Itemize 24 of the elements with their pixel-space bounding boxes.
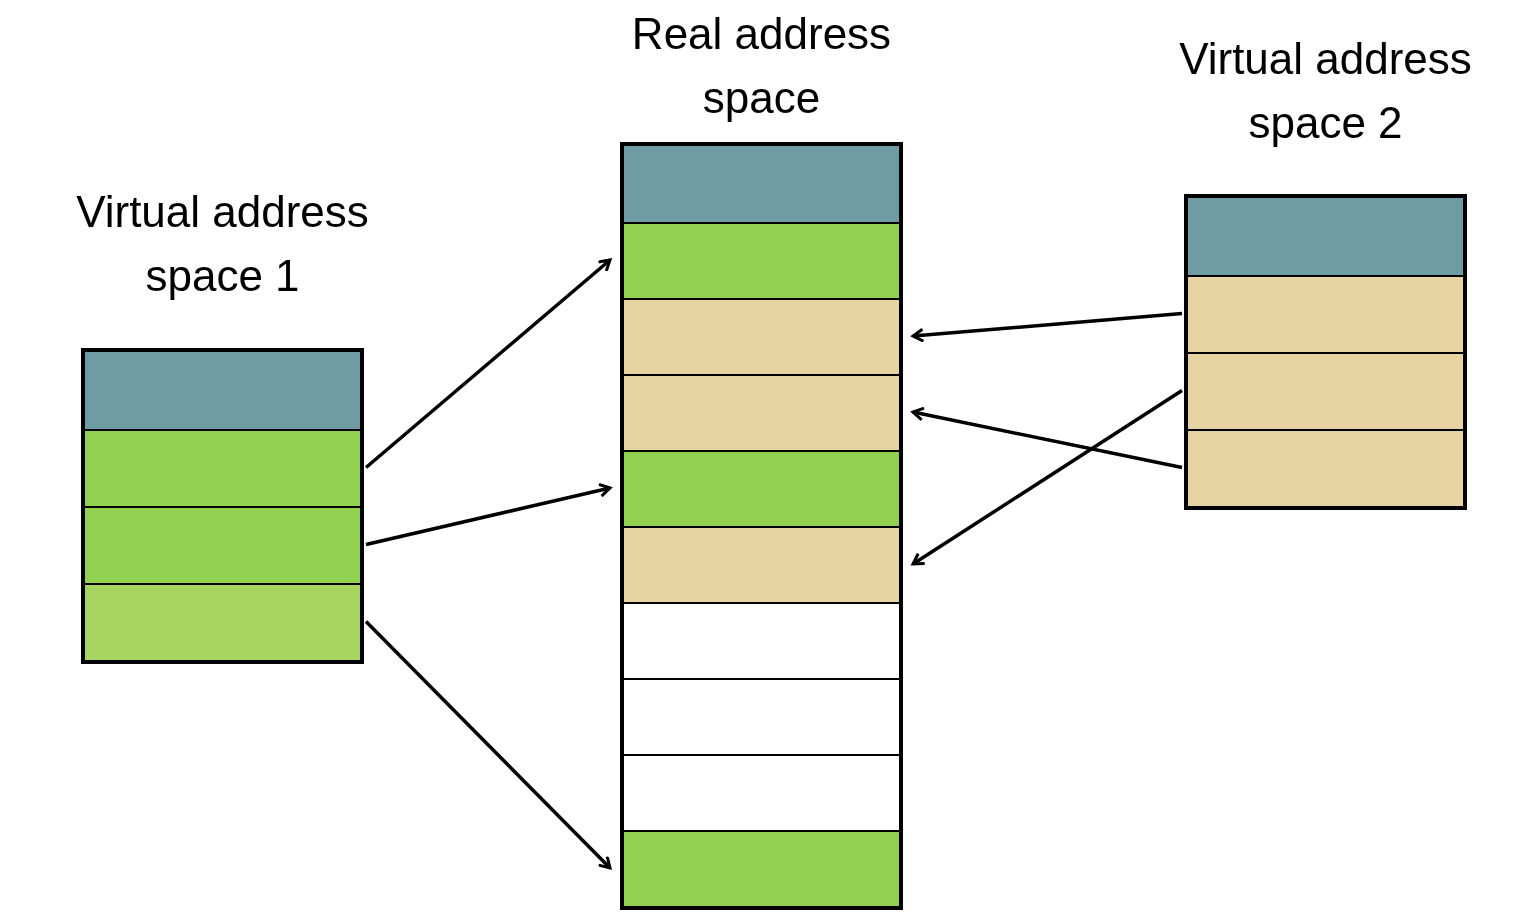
arrow: [911, 406, 1183, 470]
memory-page: [85, 352, 360, 429]
memory-page: [85, 506, 360, 583]
memory-page: [624, 526, 899, 602]
memory-page: [624, 222, 899, 298]
memory-page: [624, 450, 899, 526]
memory-page: [85, 583, 360, 660]
arrow: [911, 311, 1183, 343]
column-heading: Virtual address space 1: [75, 186, 370, 302]
memory-page: [1188, 198, 1463, 275]
arrow: [364, 258, 612, 469]
memory-page: [624, 298, 899, 374]
memory-page: [85, 429, 360, 506]
arrow: [911, 389, 1183, 566]
column-heading: Virtual address space 2: [1178, 33, 1473, 149]
memory-page: [624, 374, 899, 450]
memory-page: [624, 830, 899, 906]
memory-page: [1188, 429, 1463, 506]
column-heading: Real address space: [630, 8, 893, 124]
memory-page: [1188, 352, 1463, 429]
arrow: [365, 482, 612, 547]
memory-page: [624, 146, 899, 222]
memory-page: [1188, 275, 1463, 352]
arrow: [364, 620, 612, 870]
